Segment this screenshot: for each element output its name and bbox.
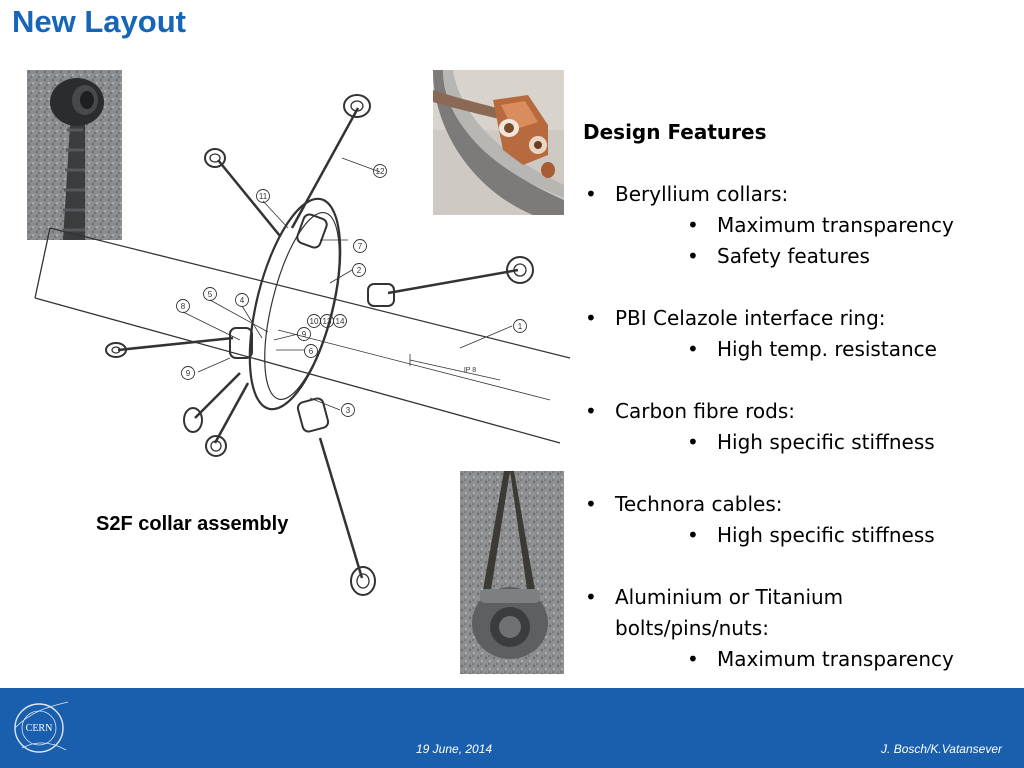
label-10: 10 [310, 317, 319, 326]
feature-item: Safety features [583, 241, 1013, 272]
feature-item: High specific stiffness [583, 520, 1013, 551]
label-6: 6 [309, 347, 314, 356]
feature-group: Technora cables: High specific stiffness [583, 489, 1013, 551]
feature-group: Beryllium collars: Maximum transparency … [583, 179, 1013, 272]
cern-logo-icon: CERN [14, 701, 69, 753]
carbon-rod-photo [27, 70, 122, 240]
feature-item: Maximum transparency [583, 644, 1013, 675]
label-12: 14 [336, 317, 345, 326]
label-3: 3 [346, 406, 351, 415]
ip-label: IP 8 [464, 367, 476, 374]
label-1: 1 [518, 322, 523, 331]
feature-item: High temp. resistance [583, 334, 1013, 365]
feature-group: PBI Celazole interface ring: High temp. … [583, 303, 1013, 365]
footer-bar: CERN 19 June, 2014 J. Bosch/K.Vatansever [0, 688, 1024, 768]
collar-photo [433, 70, 564, 215]
label-9-upper: 9 [302, 330, 307, 339]
feature-item: High specific stiffness [583, 427, 1013, 458]
feature-title: Carbon fibre rods: [583, 396, 1013, 427]
label-5: 5 [208, 290, 213, 299]
label-14: 12 [376, 167, 385, 176]
figure-caption: S2F collar assembly [96, 513, 289, 535]
feature-group: Aluminium or Titanium bolts/pins/nuts: M… [583, 582, 1013, 675]
label-8: 8 [181, 302, 186, 311]
technora-cable-photo [460, 471, 564, 674]
label-4: 4 [240, 296, 245, 305]
footer-authors: J. Bosch/K.Vatansever [881, 742, 1002, 756]
feature-title: PBI Celazole interface ring: [583, 303, 1013, 334]
label-2: 2 [357, 266, 362, 275]
feature-title: Technora cables: [583, 489, 1013, 520]
footer-date: 19 June, 2014 [416, 742, 493, 756]
feature-group: Carbon fibre rods: High specific stiffne… [583, 396, 1013, 458]
design-features-list: Design Features Beryllium collars: Maxim… [583, 117, 1013, 706]
features-heading: Design Features [583, 120, 767, 144]
feature-title: Beryllium collars: [583, 179, 1013, 210]
feature-item: Maximum transparency [583, 210, 1013, 241]
label-7: 7 [358, 242, 363, 251]
label-11: 13 [323, 317, 332, 326]
logo-text: CERN [26, 723, 53, 734]
slide-title: New Layout [12, 4, 186, 39]
collar-assembly-drawing: 12 11 7 2 1 4 5 8 9 6 9 3 10 13 14 IP 8 [30, 88, 571, 608]
feature-title: Aluminium or Titanium bolts/pins/nuts: [583, 582, 875, 644]
label-9-lower: 9 [186, 369, 191, 378]
label-13: 11 [259, 192, 268, 201]
